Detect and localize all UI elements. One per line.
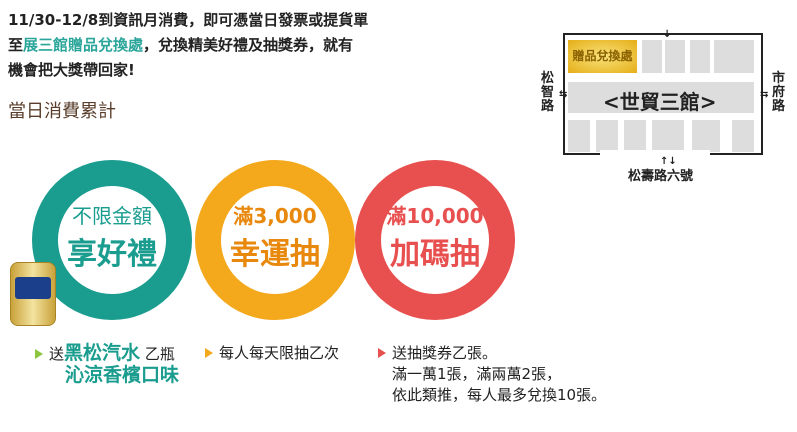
gift-exchange-location: 贈品兌換處 [568, 40, 637, 73]
ring-label-1: 不限金額享好禮 [47, 200, 177, 273]
entrance-arrows-icon: ↑↓ [660, 156, 677, 167]
text: 至 [8, 36, 24, 54]
triangle-bullet-icon [35, 349, 43, 359]
road-bottom: 松壽路六號 [628, 169, 694, 184]
text: 依此類推，每人最多兌換10張。 [392, 386, 607, 404]
text: 乙瓶 [144, 345, 175, 363]
text: 每人每天限抽乙次 [219, 344, 340, 362]
entrance-arrows-icon: ⇆ [760, 89, 769, 100]
soda-can-image [10, 262, 56, 326]
triangle-bullet-icon [205, 348, 213, 358]
entrance-arrows-icon: ⇆ [559, 89, 568, 100]
ring-label-3: 滿10,000 加碼抽 [370, 200, 500, 273]
road-left: 松智路 [541, 71, 555, 114]
intro-line-1: 11/30-12/8到資訊月消費，即可憑當日發票或提貨單 [8, 11, 369, 29]
ring-label-2: 滿3,000 幸運抽 [210, 200, 340, 273]
intro-line-2: 至展三館贈品兌換處，兌換精美好禮及抽獎券，就有 [8, 33, 428, 58]
intro-text: 11/30-12/8到資訊月消費，即可憑當日發票或提貨單 至展三館贈品兌換處，兌… [8, 8, 428, 83]
intro-line-3: 機會把大獎帶回家! [8, 61, 135, 79]
text: 送抽獎券乙張。 [392, 344, 498, 362]
text: 滿一萬1張，滿兩萬2張， [392, 365, 562, 383]
ring-main: 享好禮 [67, 237, 157, 272]
ring-main: 加碼抽 [390, 237, 480, 272]
entrance-arrow-icon: ↓ [663, 29, 672, 40]
triangle-bullet-icon [378, 348, 386, 358]
text: ，兌換精美好禮及抽獎券，就有 [143, 36, 354, 54]
product-name: 黑松汽水 [64, 342, 141, 364]
ring-top: 不限金額 [72, 204, 152, 228]
ring-top: 滿10,000 [386, 204, 484, 228]
note-1: 送黑松汽水 乙瓶 沁涼香檳口味 [35, 343, 179, 386]
highlight-location: 展三館贈品兌換處 [23, 36, 144, 54]
ring-top: 滿3,000 [233, 204, 317, 228]
note-3: 送抽獎券乙張。 滿一萬1張，滿兩萬2張， 依此類推，每人最多兌換10張。 [378, 343, 606, 406]
section-subtitle: 當日消費累計 [8, 101, 116, 122]
product-flavor: 沁涼香檳口味 [65, 364, 180, 386]
ring-main: 幸運抽 [230, 237, 320, 272]
hall-name: <世貿三館> [603, 90, 717, 114]
road-right: 市府路 [772, 71, 786, 114]
note-2: 每人每天限抽乙次 [205, 343, 339, 364]
text: 送 [49, 345, 65, 363]
